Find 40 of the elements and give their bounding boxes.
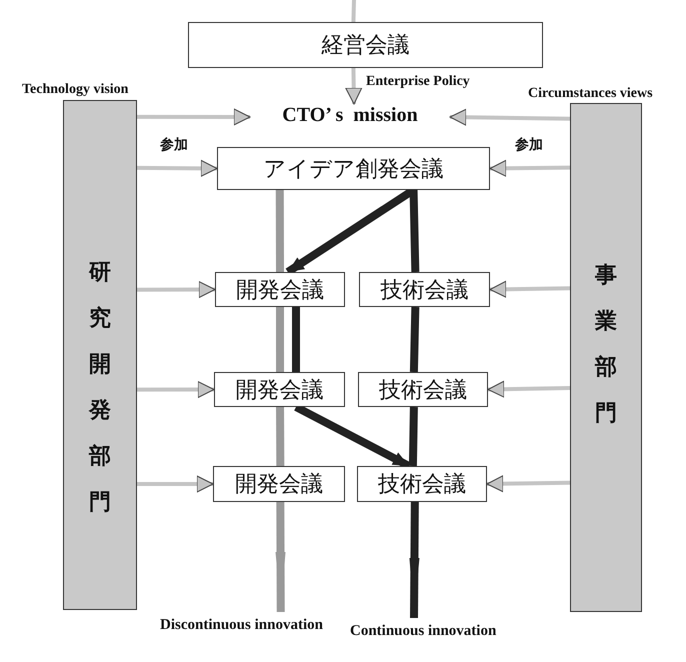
connector-line: [351, 0, 356, 22]
connector-line: [410, 190, 420, 272]
meeting-box: アイデア創発会議: [217, 147, 490, 190]
band-label: 事業部門: [594, 261, 618, 427]
edge-label: 参加: [515, 138, 543, 154]
arrow: [137, 108, 250, 126]
band-label: 研究開発部門: [88, 258, 112, 516]
connector-line: [292, 307, 300, 372]
department-band: [63, 100, 137, 610]
edge-label: Technology vision: [22, 82, 128, 98]
arrow: [409, 502, 420, 618]
connector-line: [276, 190, 284, 272]
arrow: [276, 502, 286, 612]
meeting-box: 技術会議: [358, 372, 488, 407]
outcome-caption: Discontinuous innovation: [160, 612, 338, 638]
meeting-box: 開発会議: [214, 372, 345, 407]
connector-line: [276, 307, 284, 372]
arrow: [490, 160, 570, 177]
arrow: [137, 381, 214, 398]
meeting-box: 技術会議: [359, 272, 490, 307]
meeting-box: 技術会議: [357, 466, 487, 502]
outcome-caption: Continuous innovation: [350, 618, 501, 644]
meeting-box: 開発会議: [213, 466, 345, 502]
mission-text: CTO’ s mission: [250, 104, 450, 127]
meeting-box: 開発会議: [215, 272, 345, 307]
arrow: [490, 280, 570, 298]
connector-line: [276, 406, 284, 466]
edge-label: Enterprise Policy: [366, 74, 470, 90]
connector-line: [410, 306, 420, 372]
arrow: [488, 380, 570, 398]
arrow: [136, 160, 218, 177]
edge-label: 参加: [160, 138, 188, 154]
department-band: [570, 103, 642, 612]
arrow: [450, 108, 570, 126]
arrow: [345, 68, 362, 104]
arrow: [137, 476, 214, 492]
meeting-box: 経営会議: [188, 22, 543, 68]
connector-line: [408, 406, 418, 466]
arrow: [486, 475, 570, 492]
arrow: [137, 281, 216, 298]
